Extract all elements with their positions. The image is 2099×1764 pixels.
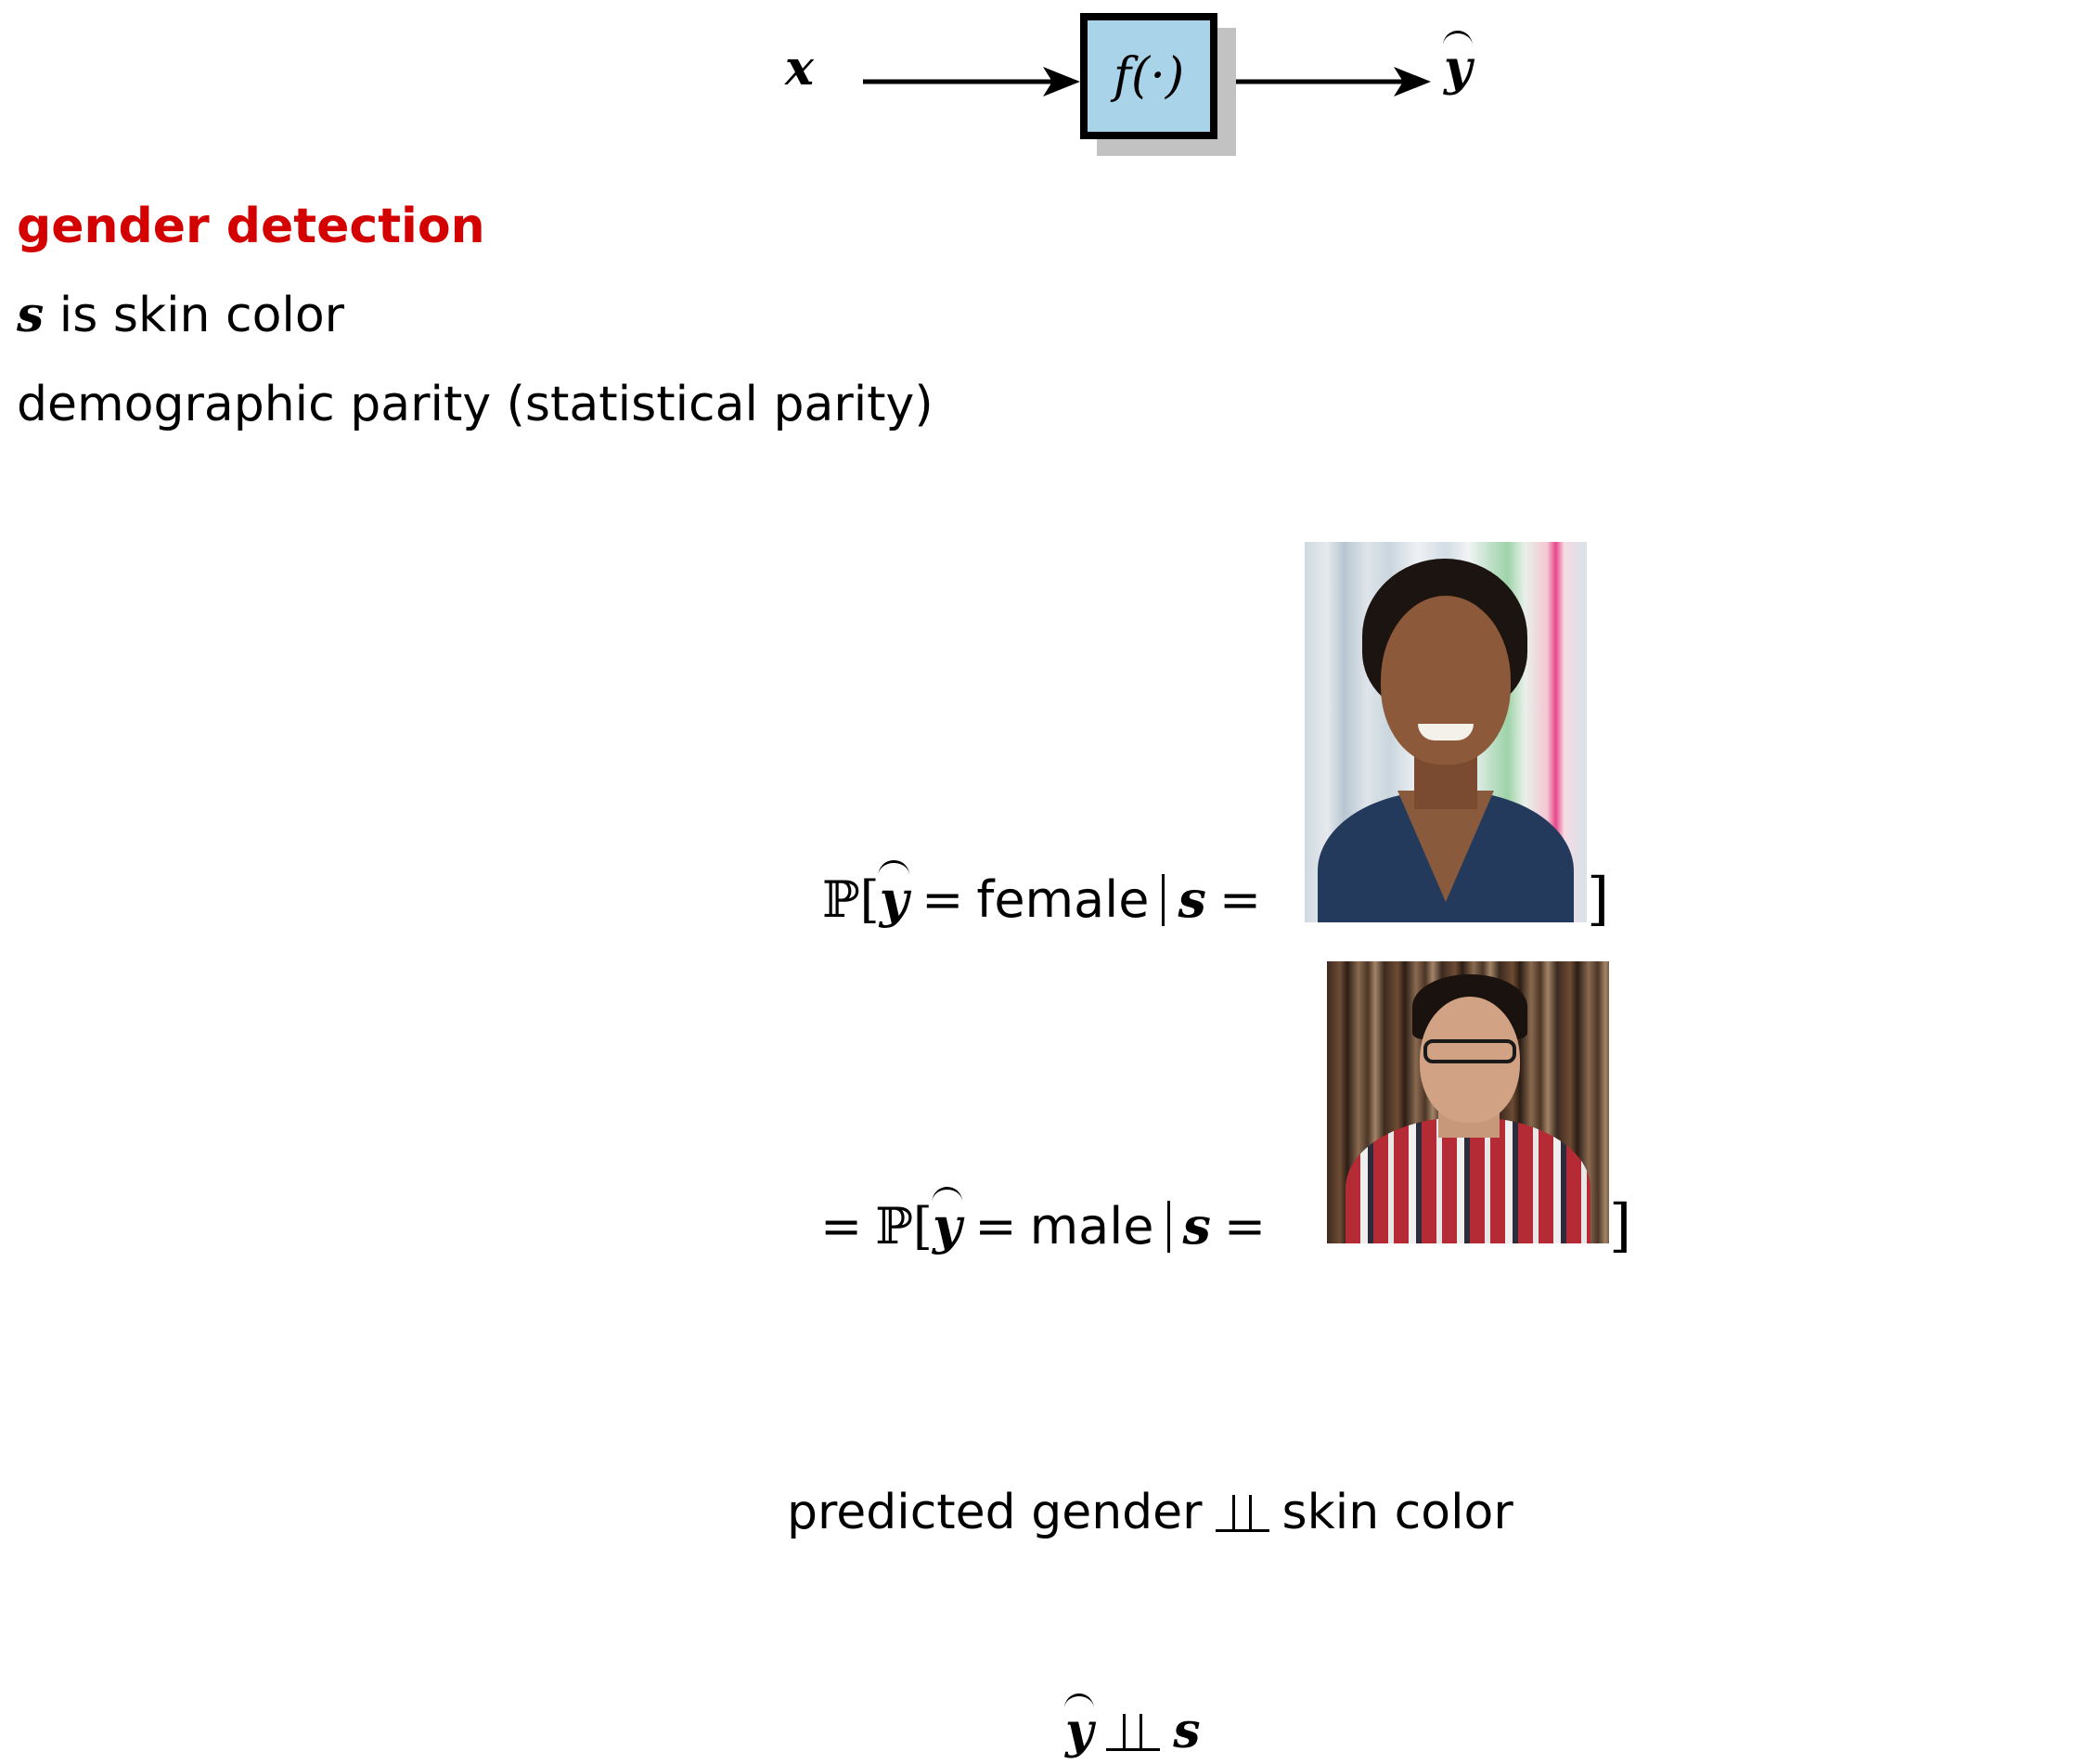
function-box: f(·) <box>1080 13 1217 139</box>
equals-2b: = <box>1223 1197 1267 1255</box>
prob-open-2: ℙ[ <box>875 1197 933 1255</box>
y-hat-1: y <box>879 869 909 929</box>
line-demographic-parity: demographic parity (statistical parity) <box>17 377 934 432</box>
value-female: female <box>976 870 1150 929</box>
male-glasses <box>1423 1039 1516 1063</box>
s-description: is skin color <box>44 288 345 343</box>
photo-male-portrait <box>1327 961 1609 1243</box>
input-variable-x: x <box>785 40 815 97</box>
given-bar-1 <box>1162 874 1165 926</box>
s-2: s <box>1182 1196 1211 1255</box>
female-smile <box>1418 724 1474 740</box>
male-plaid-shirt <box>1346 1117 1590 1243</box>
y-hat-3: y <box>1065 1703 1094 1759</box>
output-variable-y-hat: y <box>1444 40 1473 97</box>
diagram-arrows <box>863 67 1431 97</box>
independence-symbol-1 <box>1215 1495 1269 1532</box>
y-hat-2: y <box>932 1196 962 1255</box>
heading-gender-detection: gender detection <box>17 199 485 254</box>
value-male: male <box>1029 1197 1154 1255</box>
arrow-function-to-output <box>1217 67 1431 97</box>
independence-words: predicted gender skin color <box>787 1488 1513 1537</box>
arrow-input-to-function <box>863 67 1080 97</box>
given-bar-2 <box>1166 1201 1170 1253</box>
equals-1a: = <box>921 870 964 929</box>
bracket-close-1: ] <box>1587 865 1610 933</box>
bracket-close-2: ] <box>1609 1191 1632 1259</box>
leading-equals: = <box>820 1197 863 1255</box>
variable-s: s <box>17 287 45 343</box>
skin-color-text: skin color <box>1281 1485 1513 1540</box>
function-label: f(·) <box>1113 48 1185 104</box>
s-1: s <box>1178 869 1206 929</box>
equals-2a: = <box>974 1197 1017 1255</box>
equals-1b: = <box>1218 870 1262 929</box>
block-diagram: x f(·) y <box>0 0 2099 186</box>
s-3: s <box>1173 1703 1201 1759</box>
independence-symbol-2 <box>1106 1714 1161 1751</box>
predicted-gender-text: predicted gender <box>787 1485 1203 1540</box>
prob-open-1: ℙ[ <box>822 870 880 929</box>
photo-female-portrait <box>1305 542 1587 922</box>
line-s-is-skin-color: s is skin color <box>17 288 345 343</box>
